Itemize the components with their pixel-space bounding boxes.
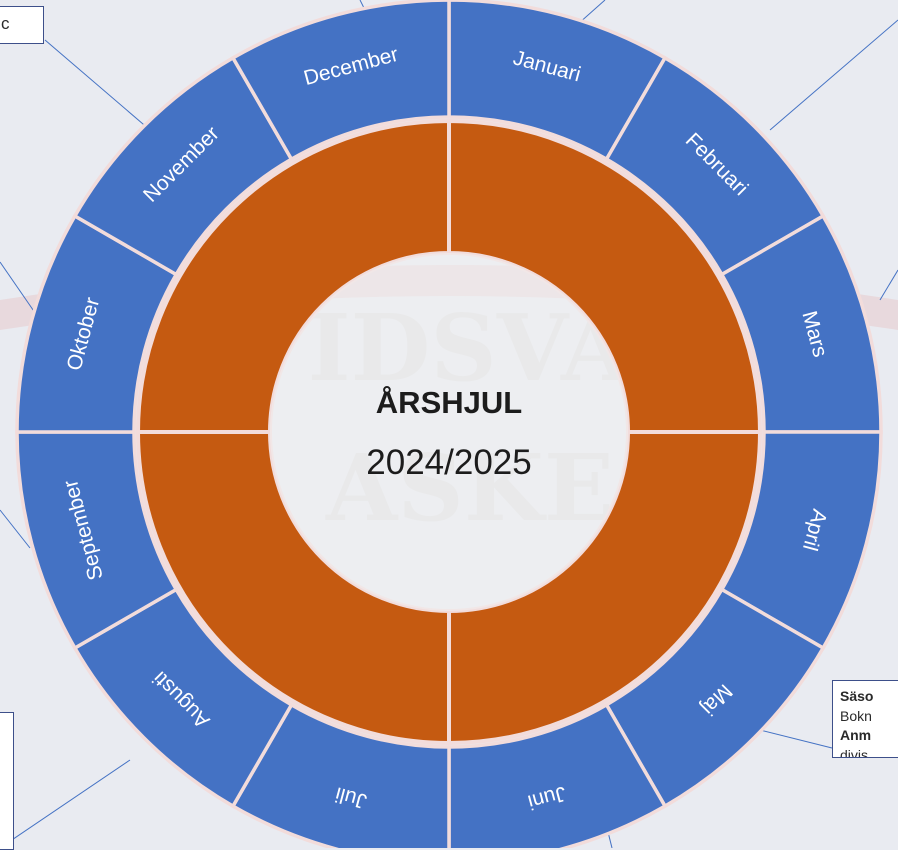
callout-top-left-text: c [1, 14, 10, 33]
callout-line-4: divis [840, 746, 869, 758]
quarter-segment [135, 430, 451, 746]
connector-line [769, 19, 898, 131]
quarter-segment [447, 430, 763, 746]
callout-top-left: c [0, 6, 44, 44]
month-segment-juni [447, 702, 668, 848]
callout-bottom-left [0, 712, 14, 850]
connector-line [0, 509, 31, 549]
callout-bottom-right: Säso Bokn Anm divis [832, 680, 898, 758]
wheel-year: 2024/2025 [366, 443, 532, 482]
inner-ring [135, 118, 763, 746]
callout-line-1: Säso [840, 688, 874, 704]
center-disc [270, 253, 628, 611]
wheel-title: ÅRSHJUL [375, 385, 523, 420]
connector-line [44, 39, 151, 131]
connector-line [0, 759, 131, 848]
connector-line [759, 729, 833, 749]
month-ring [15, 0, 883, 848]
connector-line [879, 269, 898, 301]
callout-line-2: Bokn [840, 707, 872, 724]
month-segment-december [230, 0, 451, 162]
callout-line-3: Anm [840, 727, 872, 743]
